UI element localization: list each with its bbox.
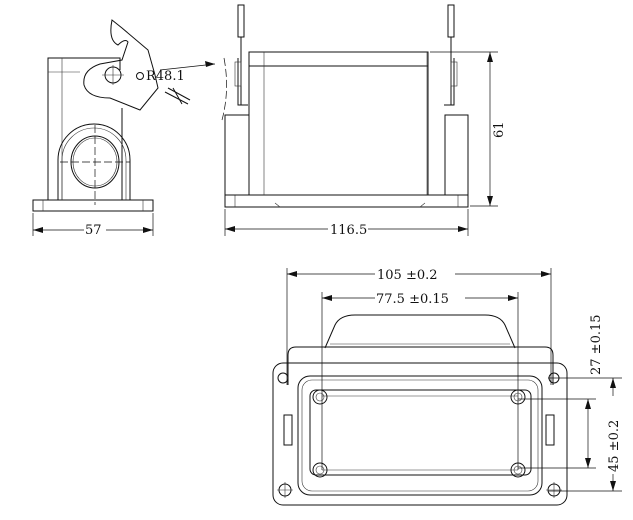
screws	[312, 389, 526, 478]
outer-height-label: 45 ±0.2	[607, 420, 622, 472]
front-width-label: 116.5	[330, 223, 367, 238]
inner-height-label: 27 ±0.15	[589, 314, 604, 375]
side-view: R48.1 57	[32, 19, 227, 238]
inner-width-label: 77.5 ±0.15	[376, 292, 449, 307]
side-width-label: 57	[85, 223, 102, 238]
outer-width-label: 105 ±0.2	[377, 268, 438, 283]
top-view: 105 ±0.2 77.5 ±0.15 27 ±0.15 45 ±0.2	[272, 266, 622, 506]
front-view: 61 116.5	[224, 4, 507, 238]
mounting-holes	[277, 372, 562, 498]
radius-label: R48.1	[146, 69, 185, 84]
front-height-label: 61	[492, 121, 507, 138]
